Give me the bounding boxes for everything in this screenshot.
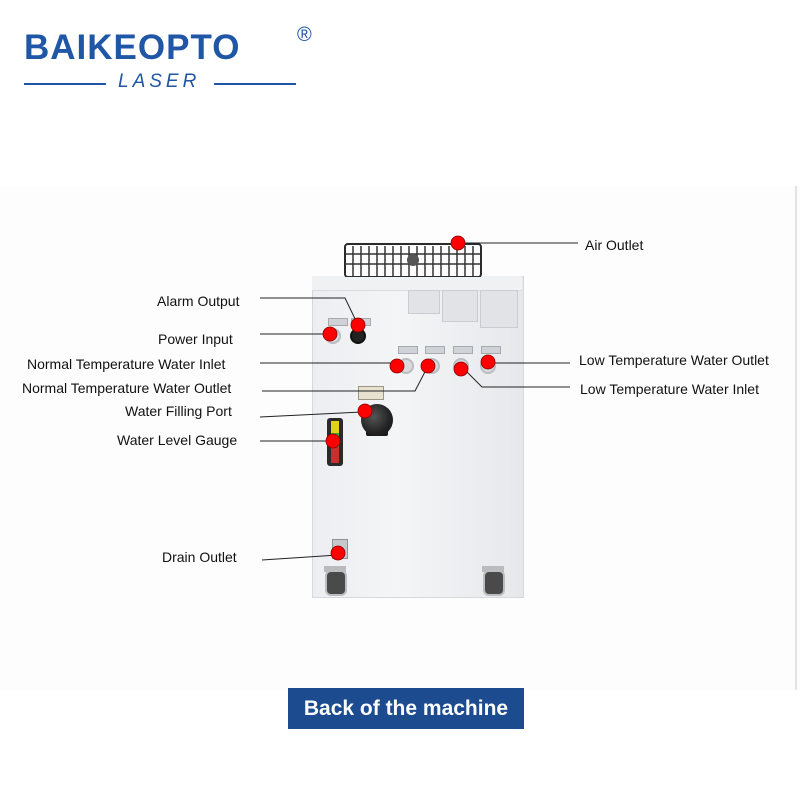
callout-line-normal-temp-water-outlet	[262, 365, 429, 392]
gauge-zone-high	[331, 421, 339, 433]
callout-line-water-filling-port	[259, 411, 363, 418]
callout-marker-normal-temp-water-inlet	[389, 358, 405, 374]
spec-label-plate	[480, 290, 518, 328]
brand-tagline: LASER	[118, 71, 201, 92]
callout-marker-low-temp-water-outlet	[480, 354, 496, 370]
gauge-zone-low	[331, 447, 339, 463]
spec-label-plate	[408, 290, 440, 314]
warning-plate	[358, 386, 384, 400]
callout-marker-water-level-gauge	[325, 433, 341, 449]
spec-label-plate	[442, 290, 478, 322]
caption-banner: Back of the machine	[288, 688, 524, 729]
callout-label-low-temp-water-outlet: Low Temperature Water Outlet	[579, 352, 769, 368]
port-label-tag	[425, 346, 445, 354]
callout-marker-air-outlet	[450, 235, 466, 251]
caster-mount	[324, 566, 346, 572]
callout-marker-normal-temp-water-outlet	[420, 358, 436, 374]
fan-guard-icon	[344, 243, 482, 277]
caster-wheel-icon	[483, 570, 505, 596]
callout-line-alarm-output	[260, 297, 359, 326]
callout-label-normal-temp-water-outlet: Normal Temperature Water Outlet	[22, 380, 232, 396]
callout-label-drain-outlet: Drain Outlet	[162, 549, 237, 565]
callout-label-air-outlet: Air Outlet	[585, 237, 644, 253]
port-label-tag	[398, 346, 418, 354]
callout-marker-low-temp-water-inlet	[453, 361, 469, 377]
callout-label-water-level-gauge: Water Level Gauge	[117, 432, 238, 448]
port-label-tag	[328, 318, 348, 326]
brand-logo: BAIKEOPTO ® LASER	[22, 24, 322, 98]
callout-label-low-temp-water-inlet: Low Temperature Water Inlet	[580, 381, 759, 397]
callout-marker-power-input	[322, 326, 338, 342]
callout-marker-alarm-output	[350, 317, 366, 333]
callout-label-power-input: Power Input	[158, 331, 233, 347]
caster-mount	[482, 566, 504, 572]
brand-rule-left	[24, 83, 106, 85]
caster-wheel-icon	[325, 570, 347, 596]
callout-marker-water-filling-port	[357, 403, 373, 419]
port-label-tag	[481, 346, 501, 354]
port-label-tag	[453, 346, 473, 354]
callout-line-drain-outlet	[261, 554, 339, 561]
brand-name: BAIKEOPTO	[24, 28, 241, 67]
callout-line-low-temp-water-inlet	[465, 370, 570, 388]
callout-label-normal-temp-water-inlet: Normal Temperature Water Inlet	[27, 356, 226, 372]
callout-label-water-filling-port: Water Filling Port	[125, 403, 232, 419]
callout-marker-drain-outlet	[330, 545, 346, 561]
callout-label-alarm-output: Alarm Output	[157, 293, 240, 309]
photo-edge	[795, 186, 797, 690]
registered-mark: ®	[297, 24, 312, 46]
brand-rule-right	[214, 83, 296, 85]
